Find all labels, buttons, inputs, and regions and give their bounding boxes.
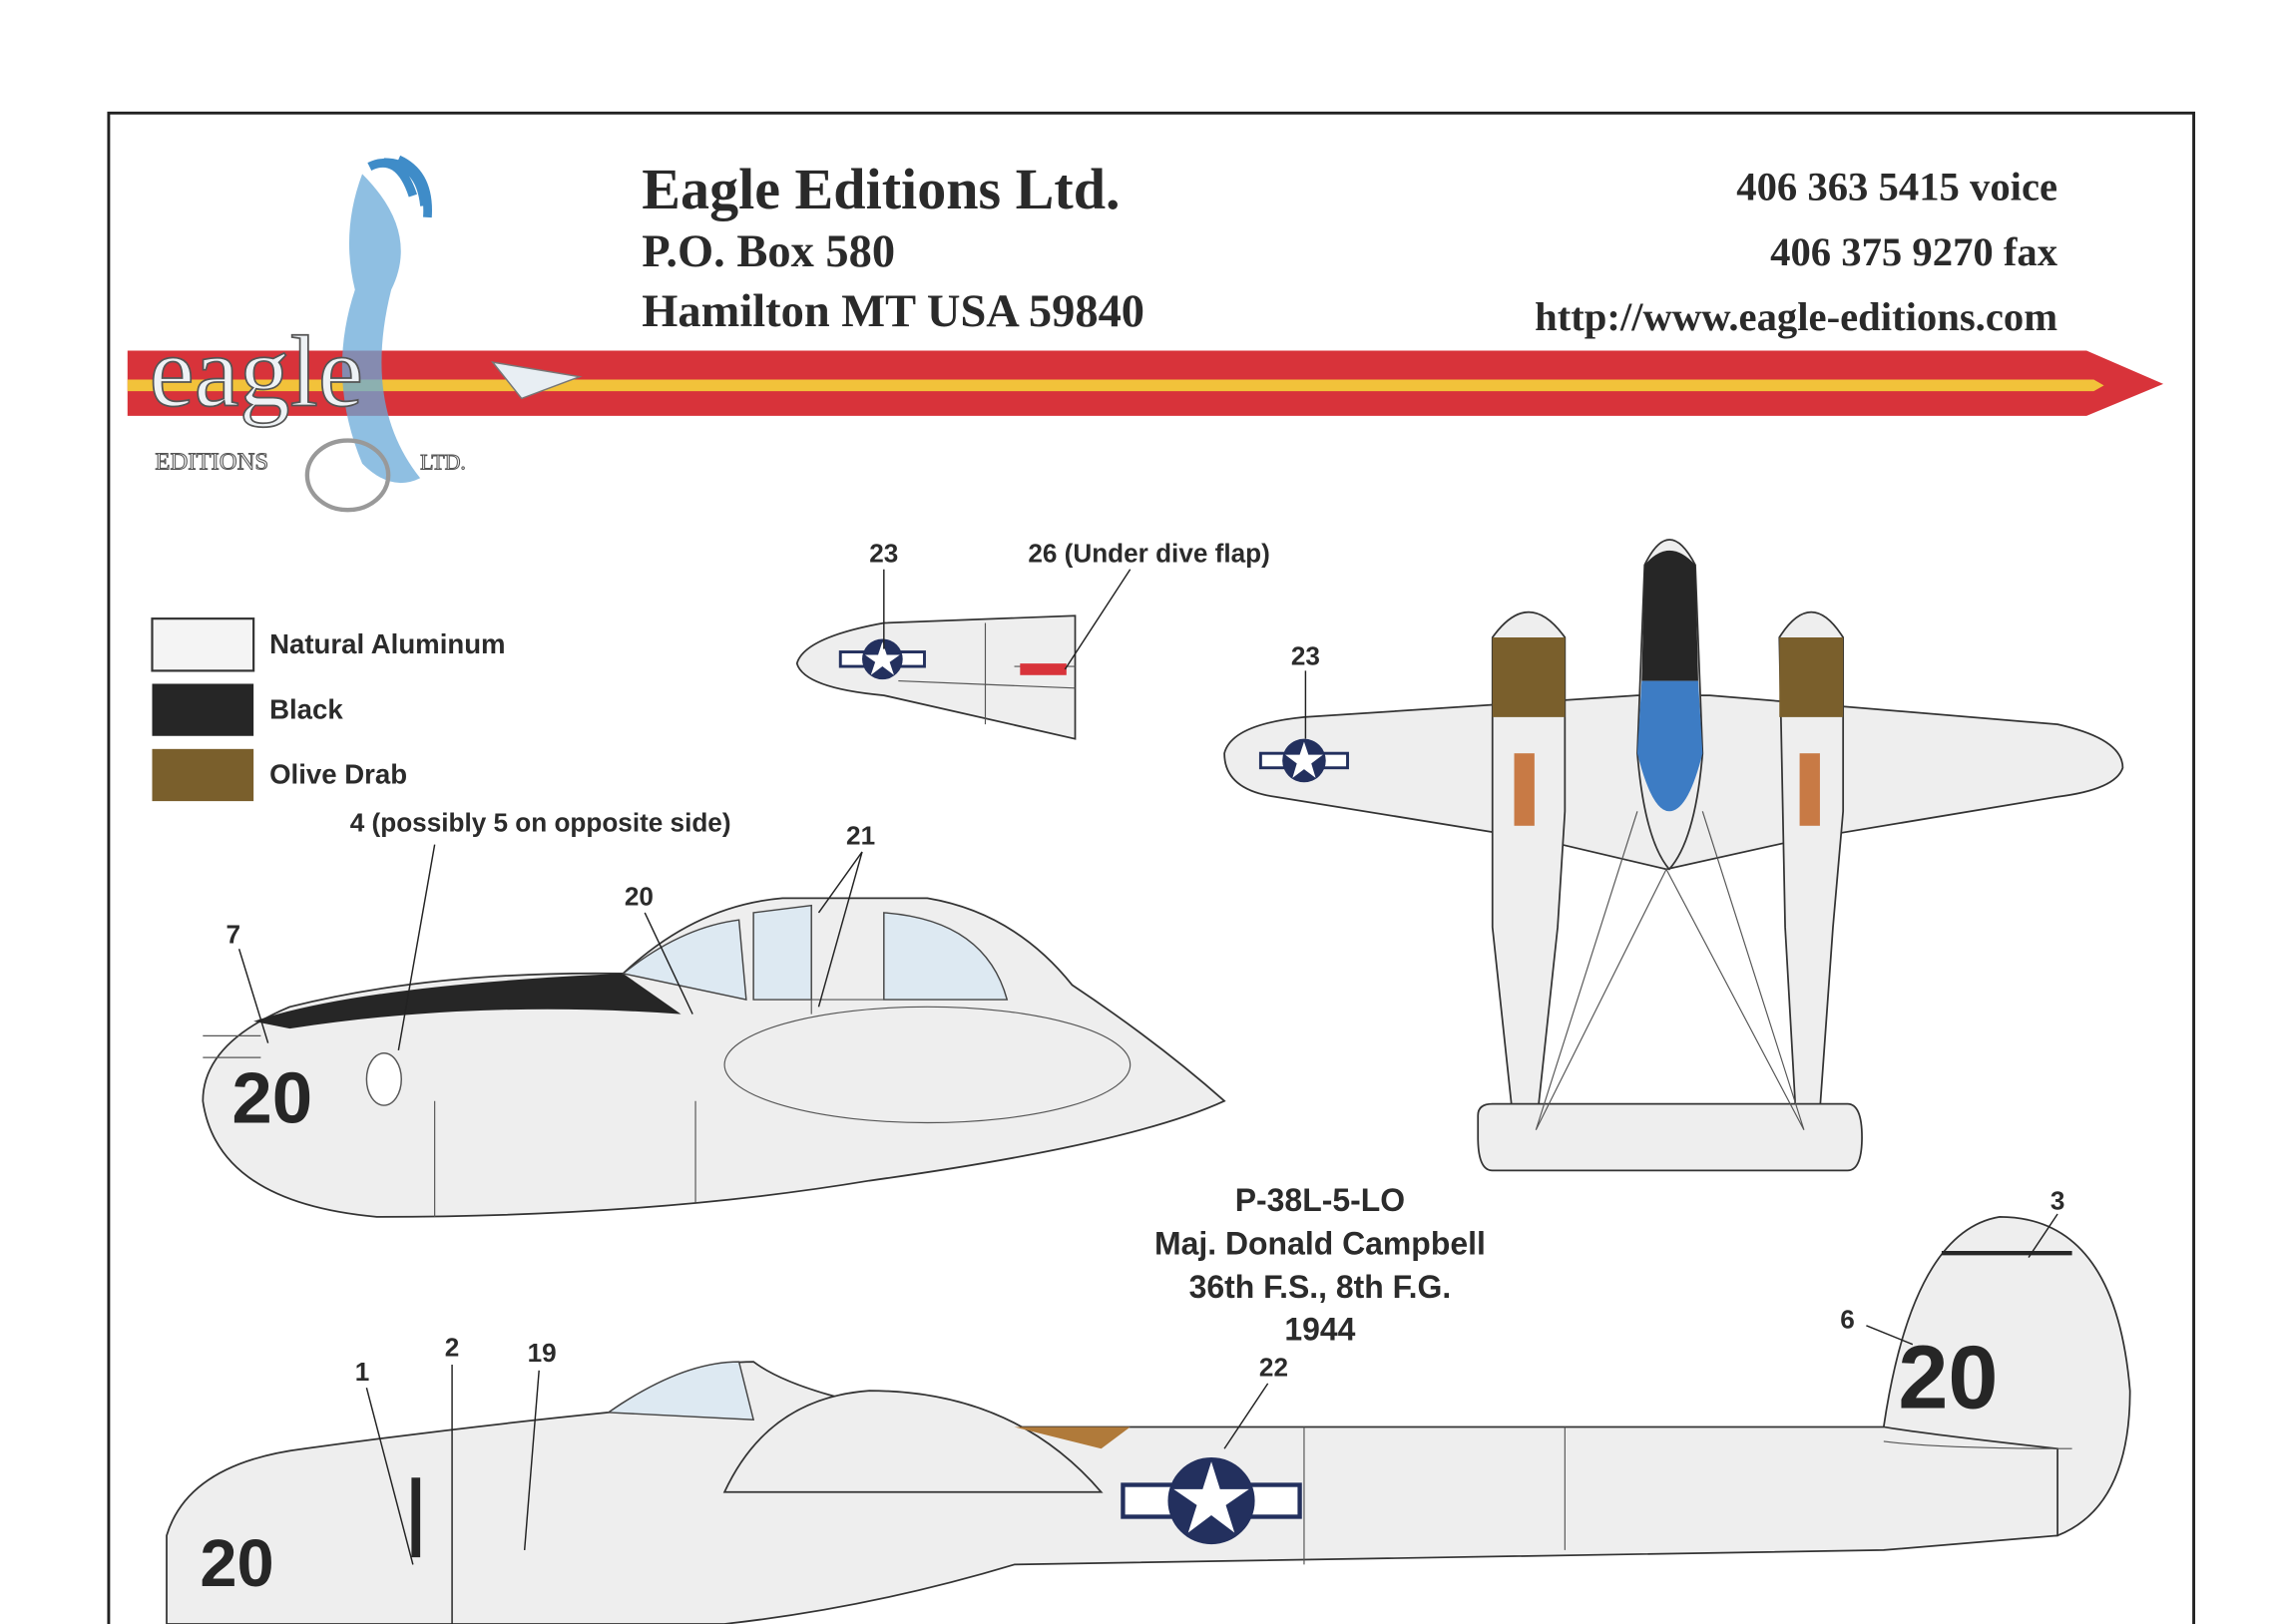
callout-23: 23	[869, 539, 898, 569]
legend-label: Olive Drab	[269, 759, 407, 790]
callout-2: 2	[445, 1332, 460, 1362]
swatch-black	[152, 683, 254, 736]
aircraft-type: P-38L-5-LO	[1235, 1182, 1405, 1218]
callout-23-plan: 23	[1291, 641, 1320, 671]
sheet-border	[107, 111, 2196, 1624]
yellow-stripe	[127, 379, 2104, 392]
color-legend: Natural Aluminum Black Olive Drab	[151, 617, 506, 802]
aircraft-code-nose: 20	[231, 1057, 312, 1138]
callout-3: 3	[2050, 1186, 2065, 1216]
callout-19: 19	[528, 1338, 557, 1368]
logo-sub-right: LTD.	[420, 451, 466, 475]
insignia-star	[1258, 738, 1349, 783]
fax-number: 406 375 9270 fax	[1770, 229, 2058, 274]
logo-sub-left: EDITIONS	[155, 449, 268, 476]
address-line1: P.O. Box 580	[642, 226, 895, 277]
wing-tip-view	[795, 569, 1132, 740]
full-side-view: 20 20	[166, 1213, 2131, 1624]
callout-4: 4 (possibly 5 on opposite side)	[350, 808, 731, 838]
address-line2: Hamilton MT USA 59840	[642, 286, 1144, 337]
callout-6: 6	[1840, 1305, 1855, 1335]
callout-1: 1	[355, 1357, 370, 1387]
legend-label: Black	[269, 693, 343, 724]
callout-21: 21	[846, 821, 875, 851]
website-link[interactable]: http://www.eagle-editions.com	[1535, 294, 2057, 339]
year: 1944	[1284, 1311, 1355, 1347]
nose-side-view: 20	[202, 844, 1226, 1218]
company-name: Eagle Editions Ltd.	[642, 157, 1120, 221]
insignia-star	[838, 638, 926, 680]
eagle-editions-logo: eagle EDITIONS LTD.	[149, 155, 583, 513]
callout-26: 26 (Under dive flap)	[1028, 539, 1269, 569]
logo-wordmark: eagle	[150, 315, 363, 428]
pilot-name: Maj. Donald Campbell	[1154, 1226, 1486, 1262]
phone-number: 406 363 5415 voice	[1736, 164, 2057, 208]
plan-view	[1223, 539, 2124, 1172]
unit-name: 36th F.S., 8th F.G.	[1189, 1269, 1452, 1305]
callout-20: 20	[625, 882, 654, 912]
aircraft-code-fuselage: 20	[200, 1527, 273, 1601]
callout-22: 22	[1259, 1353, 1288, 1383]
aircraft-code-tail: 20	[1898, 1328, 1998, 1428]
callout-7: 7	[227, 919, 241, 949]
swatch-olive-drab	[152, 748, 254, 802]
swatch-natural-aluminum	[151, 617, 255, 672]
insignia-star	[1121, 1456, 1302, 1545]
legend-label: Natural Aluminum	[269, 628, 505, 659]
